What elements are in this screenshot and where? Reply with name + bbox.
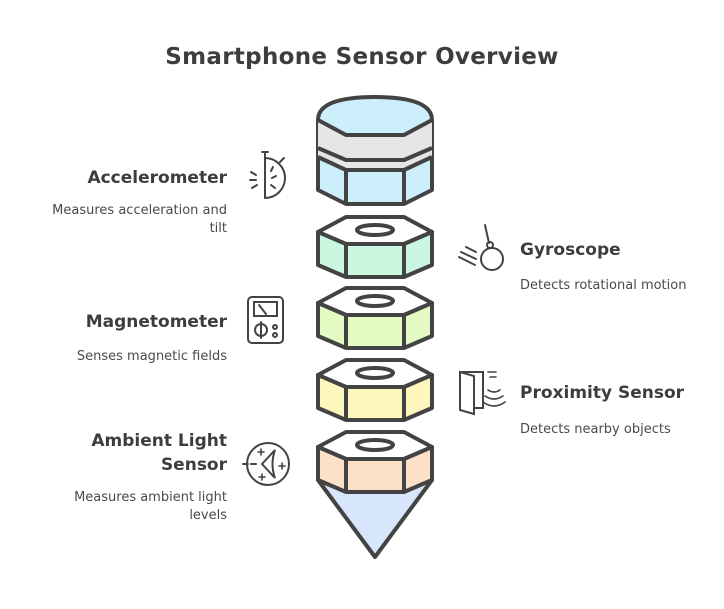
cap-edge (317, 146, 433, 162)
magnetometer-nut-hole (355, 294, 395, 308)
light-sensor-icon (242, 442, 290, 486)
gyroscope-label: Gyroscope (520, 240, 621, 260)
accelerometer-desc-1: Measures acceleration and (52, 203, 227, 218)
accelerometer-band (318, 120, 432, 170)
ambient-light-nut-hole (355, 438, 395, 452)
ambient-light-label-1: Ambient Light (91, 431, 227, 451)
proximity-label: Proximity Sensor (520, 383, 685, 403)
cap-edge (317, 155, 433, 172)
magnetometer-label: Magnetometer (85, 312, 227, 332)
swinging-ball-icon (458, 224, 504, 271)
magnetometer-desc: Senses magnetic fields (76, 349, 227, 364)
meter-device-icon (247, 296, 284, 344)
proximity-nut-hole (355, 366, 395, 380)
accelerometer-desc-2: tilt (209, 221, 227, 236)
ambient-light-desc-2: levels (189, 508, 227, 523)
stopwatch-icon (249, 151, 286, 199)
ambient-light-desc-1: Measures ambient light (74, 490, 227, 505)
page-title: Smartphone Sensor Overview (165, 44, 559, 70)
accelerometer-label: Accelerometer (87, 168, 227, 188)
cap-edge (317, 118, 433, 137)
door-signal-icon (459, 370, 506, 416)
ambient-light-label-2: Sensor (160, 455, 227, 475)
gyroscope-nut-hole (355, 223, 395, 237)
gyroscope-desc: Detects rotational motion (520, 278, 687, 293)
proximity-desc: Detects nearby objects (520, 422, 671, 437)
